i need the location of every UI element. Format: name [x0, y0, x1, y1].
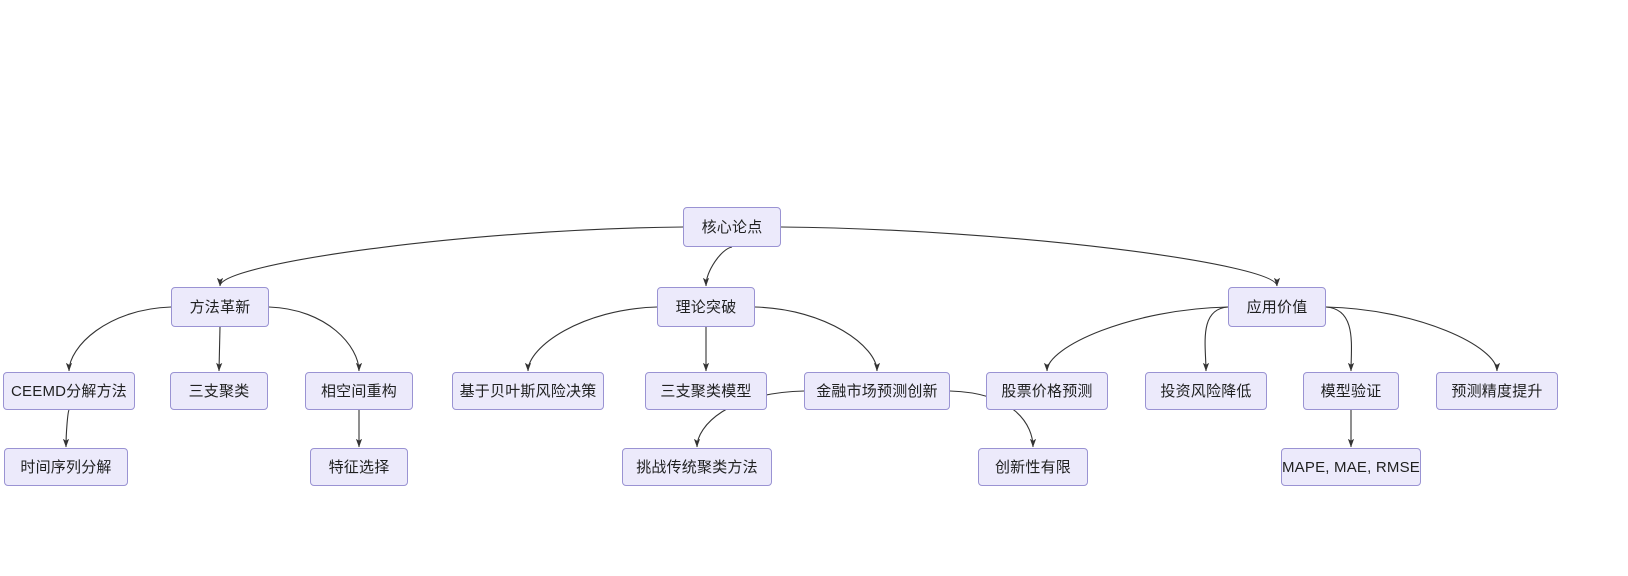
- mindmap-node-root[interactable]: 核心论点: [683, 207, 781, 247]
- edge-root-to-l1c: [780, 226, 1281, 287]
- mindmap-node-l2a2[interactable]: 三支聚类: [170, 372, 268, 410]
- mindmap-node-l3b3b[interactable]: 创新性有限: [978, 448, 1088, 486]
- mindmap-node-l2b2[interactable]: 三支聚类模型: [645, 372, 767, 410]
- node-label: 三支聚类: [188, 382, 250, 400]
- edge-l1a-to-l2a3: [268, 306, 363, 372]
- node-label: 应用价值: [1246, 298, 1308, 316]
- edge-l1c-to-l2c3: [1325, 306, 1355, 372]
- node-label: 创新性有限: [994, 458, 1071, 476]
- edge-l1a-to-l2a2: [216, 326, 223, 372]
- node-label: 基于贝叶斯风险决策: [459, 382, 597, 400]
- node-label: CEEMD分解方法: [11, 382, 127, 400]
- mindmap-node-l2b1[interactable]: 基于贝叶斯风险决策: [452, 372, 604, 410]
- mindmap-node-l2c2[interactable]: 投资风险降低: [1145, 372, 1267, 410]
- node-label: 方法革新: [189, 298, 251, 316]
- node-label: 模型验证: [1320, 382, 1382, 400]
- node-label: 核心论点: [701, 218, 763, 236]
- node-label: 投资风险降低: [1160, 382, 1252, 400]
- mindmap-node-l2c3[interactable]: 模型验证: [1303, 372, 1399, 410]
- edge-l1c-to-l2c2: [1202, 306, 1229, 372]
- mindmap-node-l3a1[interactable]: 时间序列分解: [4, 448, 128, 486]
- mindmap-node-l3c3[interactable]: MAPE, MAE, RMSE: [1281, 448, 1421, 486]
- mindmap-node-l2c4[interactable]: 预测精度提升: [1436, 372, 1558, 410]
- node-label: 时间序列分解: [20, 458, 112, 476]
- edge-group: [62, 226, 1501, 448]
- edge-root-to-l1a: [216, 226, 684, 287]
- edge-l2a1-to-l3a1: [62, 409, 70, 448]
- node-label: 三支聚类模型: [660, 382, 752, 400]
- node-label: 金融市场预测创新: [816, 382, 938, 400]
- edge-l1b-to-l2b1: [524, 306, 658, 372]
- mindmap-node-l2b3[interactable]: 金融市场预测创新: [804, 372, 950, 410]
- node-label: 股票价格预测: [1001, 382, 1093, 400]
- mindmap-node-l1b[interactable]: 理论突破: [657, 287, 755, 327]
- node-label: 预测精度提升: [1451, 382, 1543, 400]
- mindmap-node-l3a3[interactable]: 特征选择: [310, 448, 408, 486]
- edge-l1a-to-l2a1: [65, 306, 172, 372]
- edge-l1c-to-l2c1: [1043, 306, 1229, 372]
- edge-l1b-to-l2b3: [754, 306, 881, 372]
- mindmap-node-l2a1[interactable]: CEEMD分解方法: [3, 372, 135, 410]
- node-label: 挑战传统聚类方法: [636, 458, 758, 476]
- mindmap-node-l2a3[interactable]: 相空间重构: [305, 372, 413, 410]
- mindmap-node-l2c1[interactable]: 股票价格预测: [986, 372, 1108, 410]
- node-label: 相空间重构: [320, 382, 397, 400]
- edge-root-to-l1b: [702, 246, 733, 287]
- mindmap-node-l3b3a[interactable]: 挑战传统聚类方法: [622, 448, 772, 486]
- mindmap-node-l1a[interactable]: 方法革新: [171, 287, 269, 327]
- node-label: MAPE, MAE, RMSE: [1281, 458, 1421, 476]
- node-label: 理论突破: [675, 298, 737, 316]
- mindmap-node-l1c[interactable]: 应用价值: [1228, 287, 1326, 327]
- edge-l1c-to-l2c4: [1325, 306, 1501, 372]
- node-label: 特征选择: [328, 458, 390, 476]
